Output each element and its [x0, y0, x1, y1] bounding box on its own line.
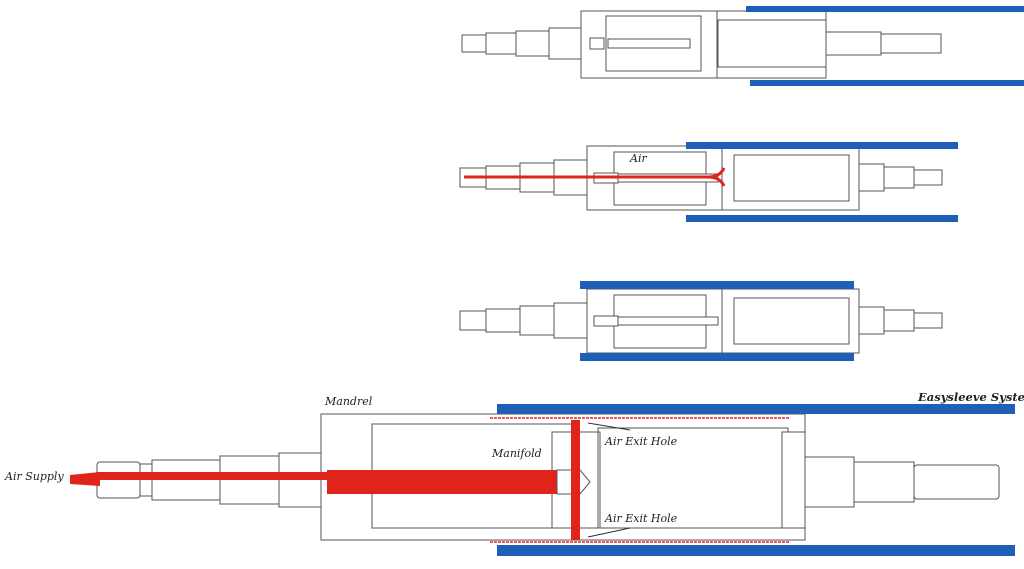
- stage-1-mandrel: [461, 6, 1024, 86]
- air-rod: [327, 470, 557, 494]
- shaft-segment: [883, 309, 915, 332]
- mandrel-label: Mandrel: [325, 395, 373, 408]
- shaft-segment: [858, 163, 885, 192]
- air-flow: [464, 167, 726, 187]
- shaft-segment: [485, 308, 521, 333]
- shaft-segment: [883, 166, 915, 189]
- shaft-segment: [853, 461, 915, 503]
- air-exit-hole-top-label: Air Exit Hole: [605, 435, 678, 448]
- sleeve-top: [580, 281, 854, 289]
- rod: [617, 316, 719, 326]
- shaft-segment: [485, 32, 517, 55]
- shaft-segment: [519, 305, 555, 336]
- air-riser: [571, 420, 580, 540]
- air-supply-stream: [70, 472, 100, 486]
- shaft-segment: [913, 312, 943, 329]
- sleeve-top: [746, 6, 1024, 12]
- sleeve-top: [497, 404, 1015, 414]
- shaft-end: [459, 310, 487, 331]
- end-cap: [781, 431, 806, 529]
- arrow-top: [587, 422, 631, 431]
- inner-chamber: [605, 15, 702, 72]
- sleeve-bottom: [750, 80, 1024, 86]
- sleeve-bottom: [580, 353, 854, 361]
- shaft-segment: [804, 456, 855, 508]
- air-label: Air: [630, 152, 647, 165]
- detail-mandrel: [70, 404, 1015, 556]
- manifold-label: Manifold: [492, 447, 542, 460]
- sleeve-top: [686, 142, 958, 149]
- shaft-segment: [858, 306, 885, 335]
- shaft-segment: [553, 302, 588, 339]
- inner-chamber: [733, 297, 850, 345]
- air-supply-label: Air Supply: [5, 470, 64, 483]
- stage-3-mandrel: [459, 281, 943, 361]
- air-channel: [97, 472, 327, 480]
- arrow-bottom: [587, 527, 631, 538]
- sleeve-bottom: [686, 215, 958, 222]
- shaft-segment: [515, 30, 550, 57]
- sleeve-bottom: [497, 545, 1015, 556]
- shaft-segment: [548, 27, 582, 60]
- stage-2-mandrel: [459, 142, 958, 222]
- inner-chamber: [733, 154, 850, 202]
- system-label: Easysleeve System: [918, 390, 1024, 404]
- shaft-segment: [913, 464, 1000, 500]
- rod: [589, 37, 605, 50]
- air-exit-hole-bottom-label: Air Exit Hole: [605, 512, 678, 525]
- shaft-segment: [913, 169, 943, 186]
- rod: [593, 315, 619, 327]
- shaft-segment: [880, 33, 942, 54]
- shaft-end: [461, 34, 487, 53]
- shaft-segment: [825, 31, 882, 56]
- rod: [607, 38, 691, 49]
